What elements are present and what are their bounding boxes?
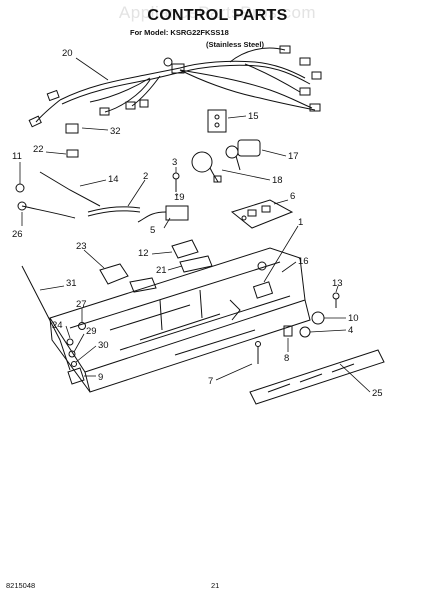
callout-17: 17 (288, 151, 299, 162)
doc-number: 8215048 (6, 581, 36, 590)
callout-25: 25 (372, 388, 383, 399)
callout-9: 9 (98, 372, 103, 383)
part-32 (65, 123, 79, 134)
callout-19: 19 (174, 192, 185, 203)
watermark: AppliancePartsPros.com (118, 3, 317, 22)
page-number: 21 (211, 581, 220, 590)
callout-1: 1 (298, 217, 303, 228)
part-27 (78, 322, 86, 330)
part-23 (99, 263, 129, 285)
part-9 (67, 367, 85, 385)
callout-12: 12 (138, 248, 149, 259)
part-2 (87, 206, 141, 213)
part-14 (39, 171, 101, 207)
callout-29: 29 (86, 326, 97, 337)
callout-14: 14 (108, 174, 119, 185)
part-25 (249, 349, 385, 405)
model-line: For Model: KSRG22FKSS18 (130, 28, 229, 37)
callout-labels: 20 32 15 22 11 3 17 14 2 18 19 6 26 5 1 … (12, 48, 383, 399)
callout-13: 13 (332, 278, 343, 289)
callout-5: 5 (150, 225, 155, 236)
part-12 (171, 239, 199, 259)
part-17 (225, 139, 261, 171)
part-31 (21, 265, 71, 371)
part-3 (172, 172, 180, 192)
part-29 (68, 350, 76, 358)
control-housing (49, 247, 311, 393)
part-18 (191, 151, 222, 183)
part-13 (332, 292, 340, 308)
callout-26: 26 (12, 229, 23, 240)
callout-18: 18 (272, 175, 283, 186)
part-4 (299, 326, 311, 338)
callout-2: 2 (143, 171, 148, 182)
callout-10: 10 (348, 313, 359, 324)
part-22 (66, 149, 79, 158)
part-24 (66, 338, 74, 346)
callout-8: 8 (284, 353, 289, 364)
callout-20: 20 (62, 48, 73, 59)
callout-16: 16 (298, 256, 309, 267)
part-15 (207, 109, 227, 133)
part-21 (179, 255, 213, 273)
callout-21: 21 (156, 265, 167, 276)
part-6 (230, 199, 294, 229)
callout-32: 32 (110, 126, 121, 137)
callout-31: 31 (66, 278, 77, 289)
part-7 (255, 341, 261, 364)
callout-27: 27 (76, 299, 87, 310)
callout-24: 24 (52, 320, 63, 331)
callout-3: 3 (172, 157, 177, 168)
part-26-washer (17, 201, 27, 211)
part-10 (311, 311, 325, 325)
callout-15: 15 (248, 111, 259, 122)
callout-23: 23 (76, 241, 87, 252)
callout-22: 22 (33, 144, 44, 155)
callout-11: 11 (12, 151, 22, 162)
diagram-title: CONTROL PARTS (147, 7, 288, 24)
part-5 (137, 205, 189, 223)
part-8 (283, 325, 293, 337)
callout-4: 4 (348, 325, 353, 336)
part-30 (71, 361, 77, 367)
callout-30: 30 (98, 340, 109, 351)
part-11 (15, 183, 25, 193)
callout-7: 7 (208, 376, 213, 387)
callout-6: 6 (290, 191, 295, 202)
wire-harness (28, 45, 322, 128)
model-variant: (Stainless Steel) (206, 40, 264, 49)
